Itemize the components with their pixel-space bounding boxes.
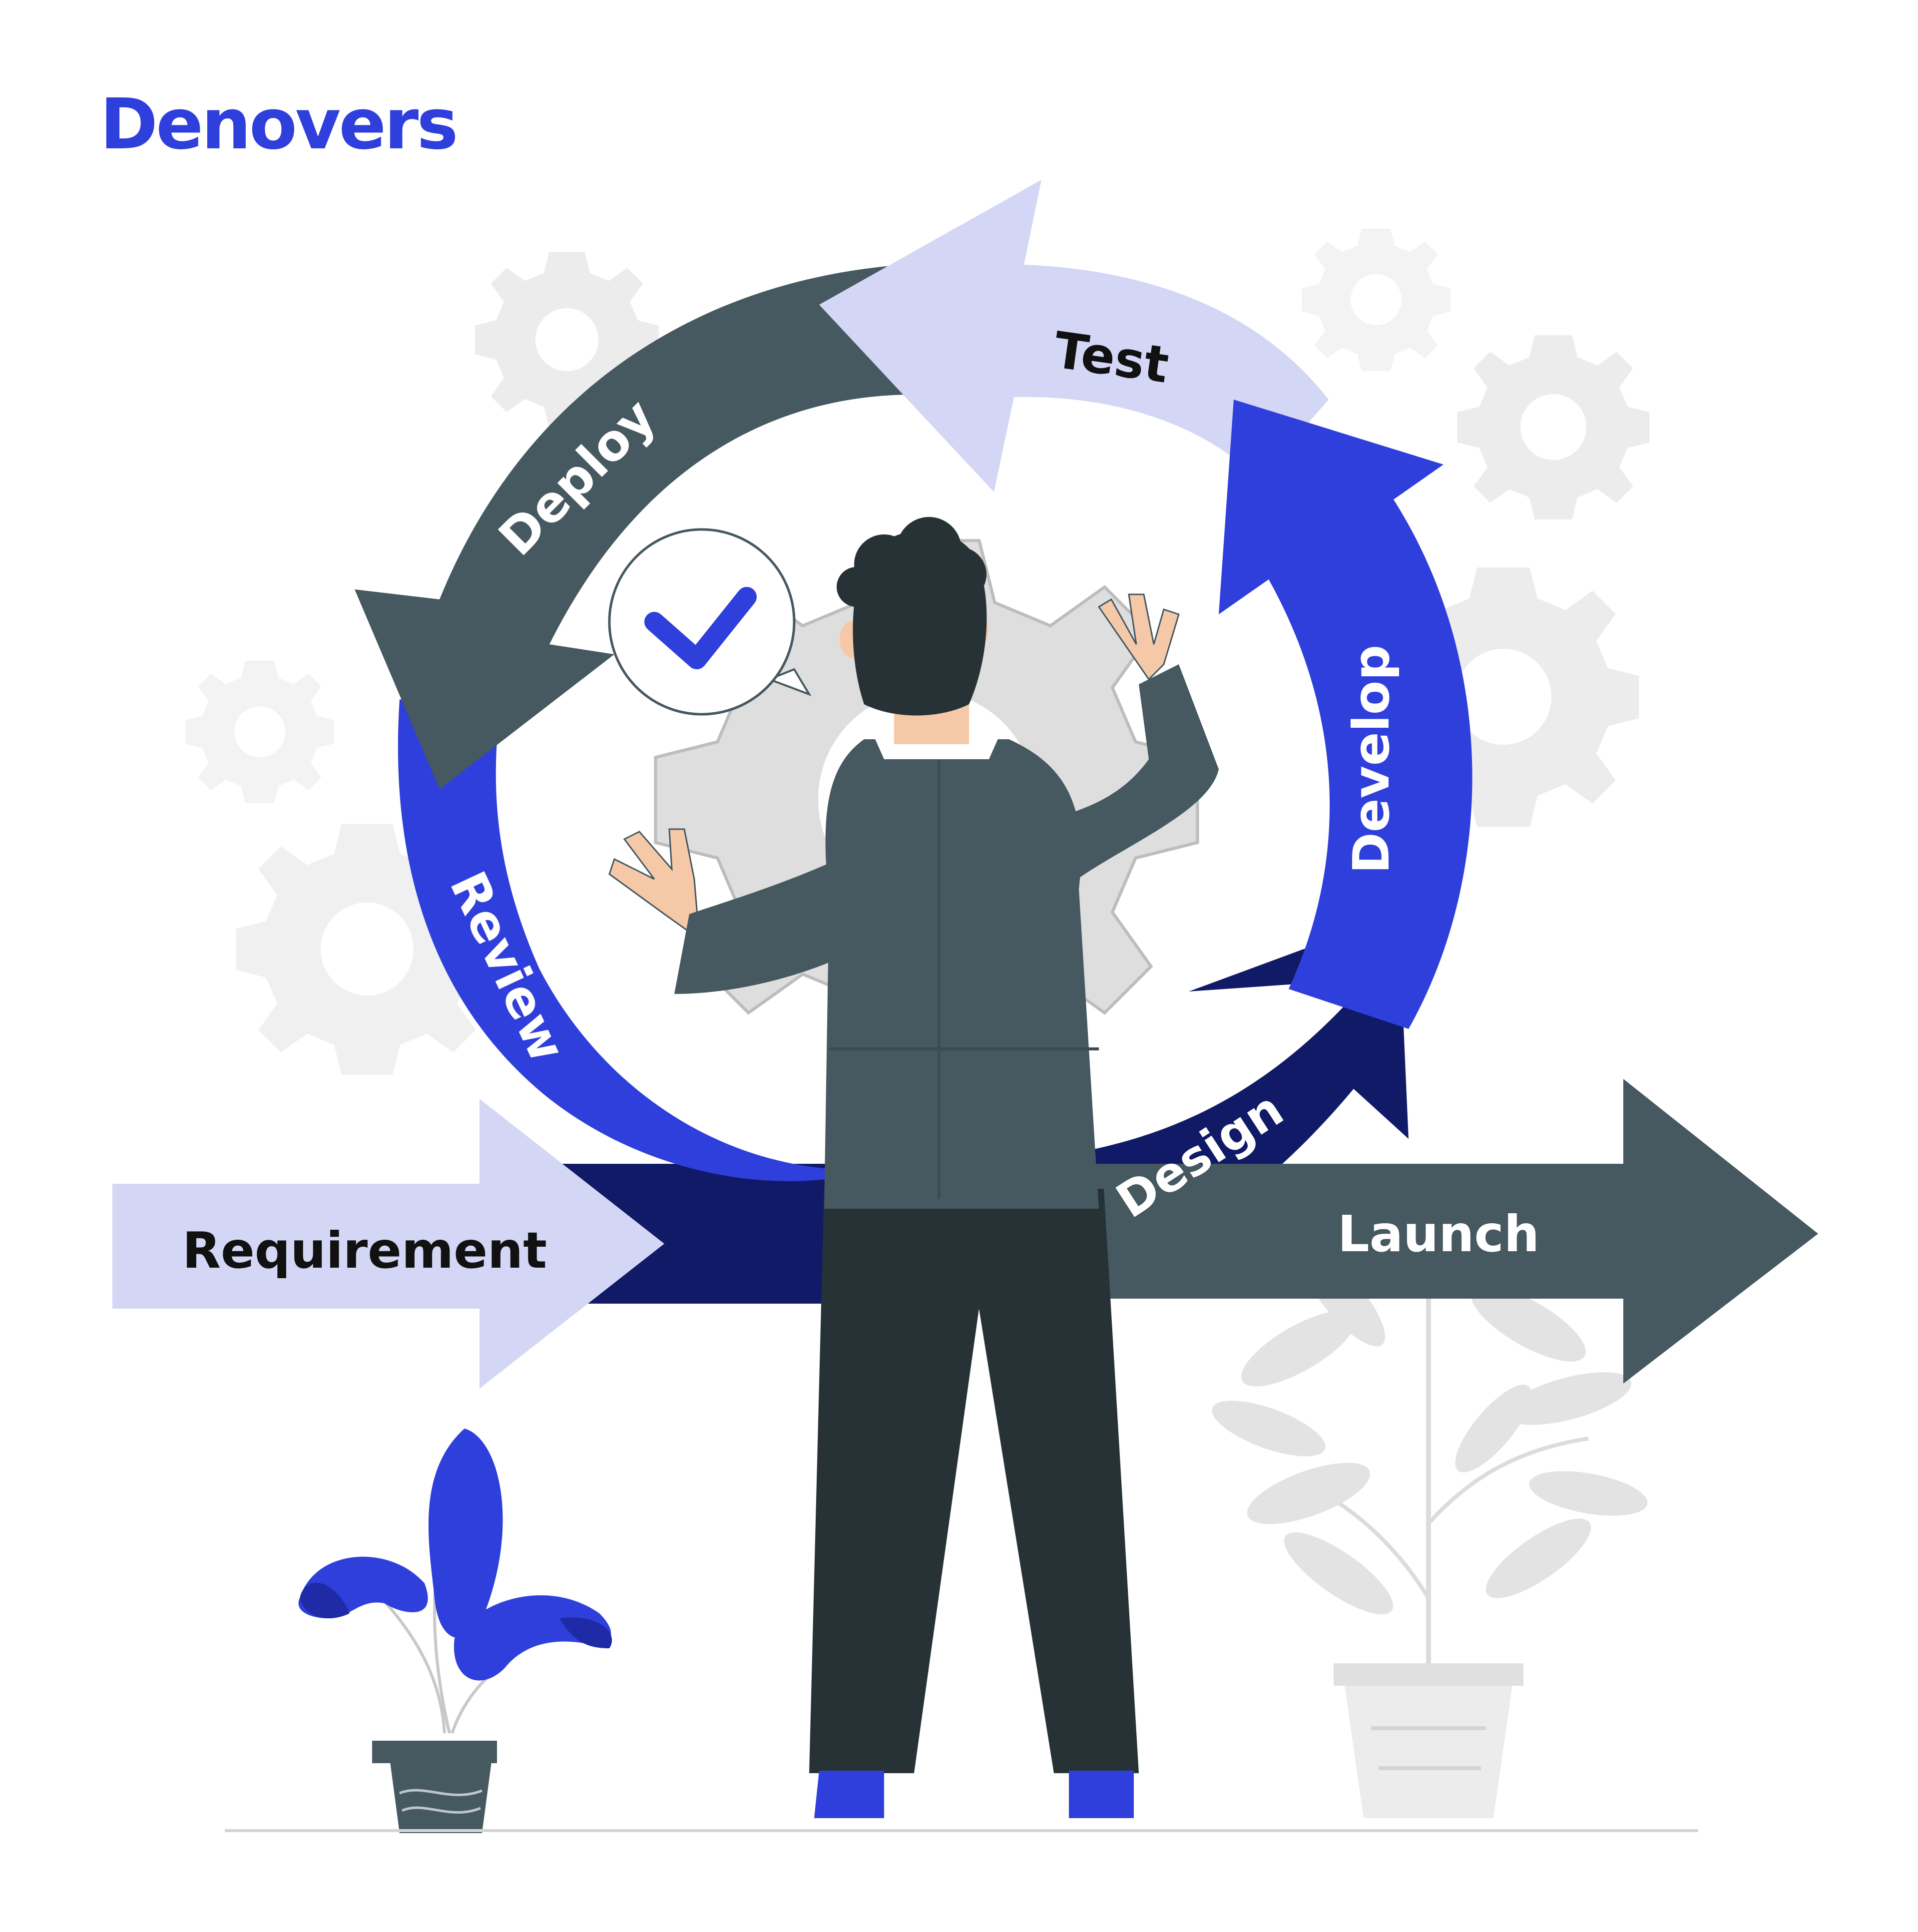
check-icon <box>644 587 757 669</box>
plant-icon <box>1212 1251 1648 1818</box>
develop-arrow <box>1219 400 1472 1029</box>
deploy-arrow <box>355 265 914 789</box>
check-bubble <box>608 528 812 716</box>
gear-icon <box>236 824 498 1075</box>
gear-icon <box>185 661 334 803</box>
gear-icon <box>1457 335 1650 519</box>
launch-arrow <box>1064 1079 1818 1384</box>
gear-icon <box>1302 229 1450 371</box>
gear-icon <box>475 252 659 428</box>
develop-label: Develop <box>1342 645 1401 874</box>
test-arrow <box>819 180 1329 492</box>
launch-label: Launch <box>1338 1205 1539 1263</box>
person-figure <box>608 517 1219 1818</box>
gear-icon <box>1368 567 1639 827</box>
background-gears <box>185 229 1650 1075</box>
requirement-arrow <box>112 1099 664 1389</box>
plant-icon <box>298 1429 612 1833</box>
requirement-label: Requirement <box>182 1221 547 1280</box>
brand-logo: Denovers <box>100 84 459 165</box>
